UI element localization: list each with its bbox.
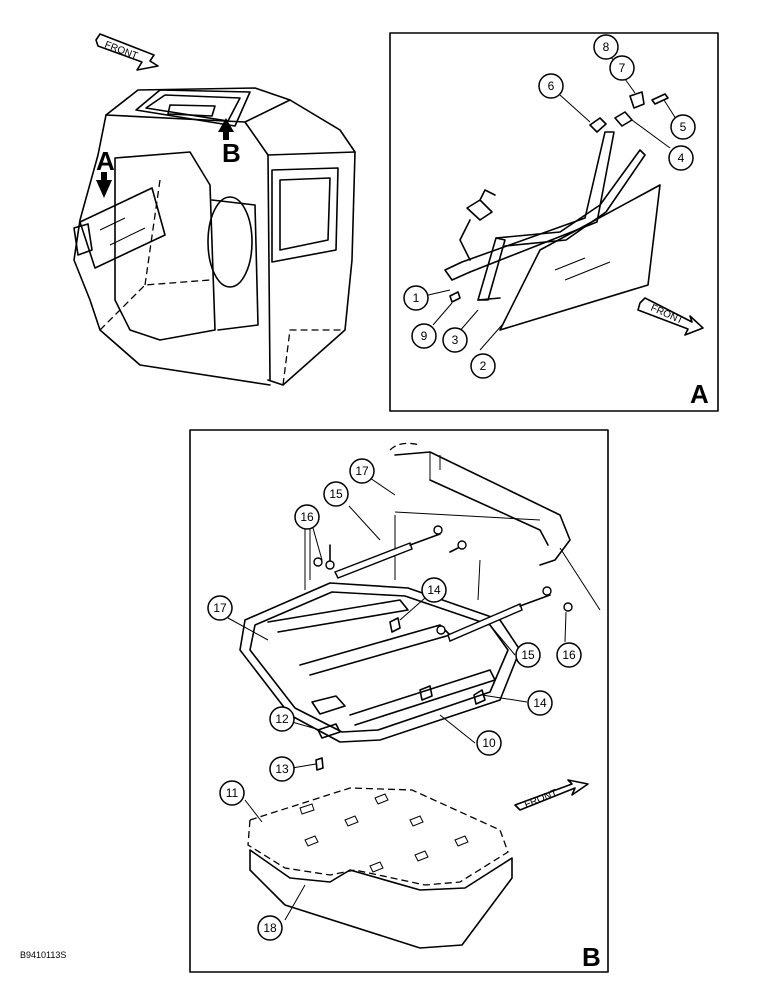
svg-text:17: 17 bbox=[213, 601, 227, 615]
panel-a-corner-letter: A bbox=[690, 379, 709, 409]
callout-12: 12 bbox=[269, 706, 295, 732]
part-12-bracket bbox=[317, 723, 341, 739]
callout-15-lower: 15 bbox=[515, 642, 541, 668]
hatch-glass bbox=[247, 787, 509, 886]
svg-text:18: 18 bbox=[263, 921, 277, 935]
svg-text:11: 11 bbox=[226, 786, 239, 800]
panel-a-frame bbox=[389, 32, 719, 412]
part-16-washer-left bbox=[313, 557, 323, 567]
panel-b-corner-letter: B bbox=[582, 942, 601, 972]
front-arrow-panel-b: FRONT bbox=[514, 779, 589, 811]
callout-4: 4 bbox=[668, 145, 694, 171]
svg-text:17: 17 bbox=[355, 464, 369, 478]
svg-text:14: 14 bbox=[427, 583, 441, 597]
callout-14-lower: 14 bbox=[527, 690, 553, 716]
callout-17-lower: 17 bbox=[207, 595, 233, 621]
svg-text:5: 5 bbox=[680, 120, 687, 134]
svg-text:10: 10 bbox=[482, 736, 496, 750]
front-label-panel-a: FRONT bbox=[649, 303, 685, 327]
svg-text:14: 14 bbox=[533, 696, 547, 710]
callout-11: 11 bbox=[219, 780, 245, 806]
front-arrow-overview: FRONT bbox=[95, 33, 159, 71]
callout-17-upper: 17 bbox=[349, 458, 375, 484]
callout-13: 13 bbox=[269, 756, 295, 782]
callout-15-upper: 15 bbox=[323, 481, 349, 507]
callout-1: 1 bbox=[403, 285, 429, 311]
cab-overview: FRONT A B bbox=[73, 33, 356, 386]
svg-text:15: 15 bbox=[521, 648, 535, 662]
callout-8: 8 bbox=[593, 34, 619, 60]
panel-b: B FRONT bbox=[189, 429, 609, 973]
figure-reference: B9410113S bbox=[20, 950, 66, 960]
callout-5: 5 bbox=[670, 114, 696, 140]
callout-14-upper: 14 bbox=[421, 577, 447, 603]
view-b-pointer-letter: B bbox=[222, 138, 241, 168]
svg-text:12: 12 bbox=[275, 712, 289, 726]
callout-10: 10 bbox=[476, 730, 502, 756]
part-6-bushing bbox=[589, 117, 607, 133]
part-9-clip bbox=[449, 291, 461, 303]
callout-6: 6 bbox=[538, 73, 564, 99]
hatch-frame bbox=[239, 582, 521, 743]
svg-text:16: 16 bbox=[562, 648, 576, 662]
hatch-seal bbox=[249, 849, 513, 949]
svg-text:6: 6 bbox=[548, 79, 555, 93]
view-a-pointer-letter: A bbox=[96, 146, 115, 176]
front-label-panel-b: FRONT bbox=[523, 788, 559, 811]
callout-9: 9 bbox=[411, 323, 437, 349]
callout-2: 2 bbox=[470, 353, 496, 379]
panel-b-frame bbox=[189, 429, 609, 973]
panel-a: A FRONT 1 2 bbox=[389, 32, 719, 412]
window-glass bbox=[499, 184, 661, 331]
part-5-pin bbox=[651, 93, 669, 105]
callout-7: 7 bbox=[609, 55, 635, 81]
callout-3: 3 bbox=[442, 327, 468, 353]
part-13-bolt bbox=[315, 757, 324, 771]
callout-16-lower: 16 bbox=[556, 642, 582, 668]
part-7-knob bbox=[629, 91, 645, 109]
svg-text:15: 15 bbox=[329, 487, 343, 501]
callout-18: 18 bbox=[257, 915, 283, 941]
svg-text:2: 2 bbox=[480, 359, 487, 373]
gas-strut-lower bbox=[447, 603, 523, 642]
gas-strut-upper bbox=[334, 542, 413, 579]
svg-text:13: 13 bbox=[275, 762, 289, 776]
callout-16-upper: 16 bbox=[294, 504, 320, 530]
svg-text:3: 3 bbox=[452, 333, 459, 347]
svg-text:9: 9 bbox=[421, 329, 428, 343]
svg-text:1: 1 bbox=[413, 291, 420, 305]
svg-text:16: 16 bbox=[300, 510, 314, 524]
svg-text:4: 4 bbox=[678, 151, 685, 165]
svg-text:7: 7 bbox=[619, 61, 626, 75]
front-arrow-panel-a: FRONT bbox=[637, 297, 704, 336]
svg-text:8: 8 bbox=[603, 40, 610, 54]
